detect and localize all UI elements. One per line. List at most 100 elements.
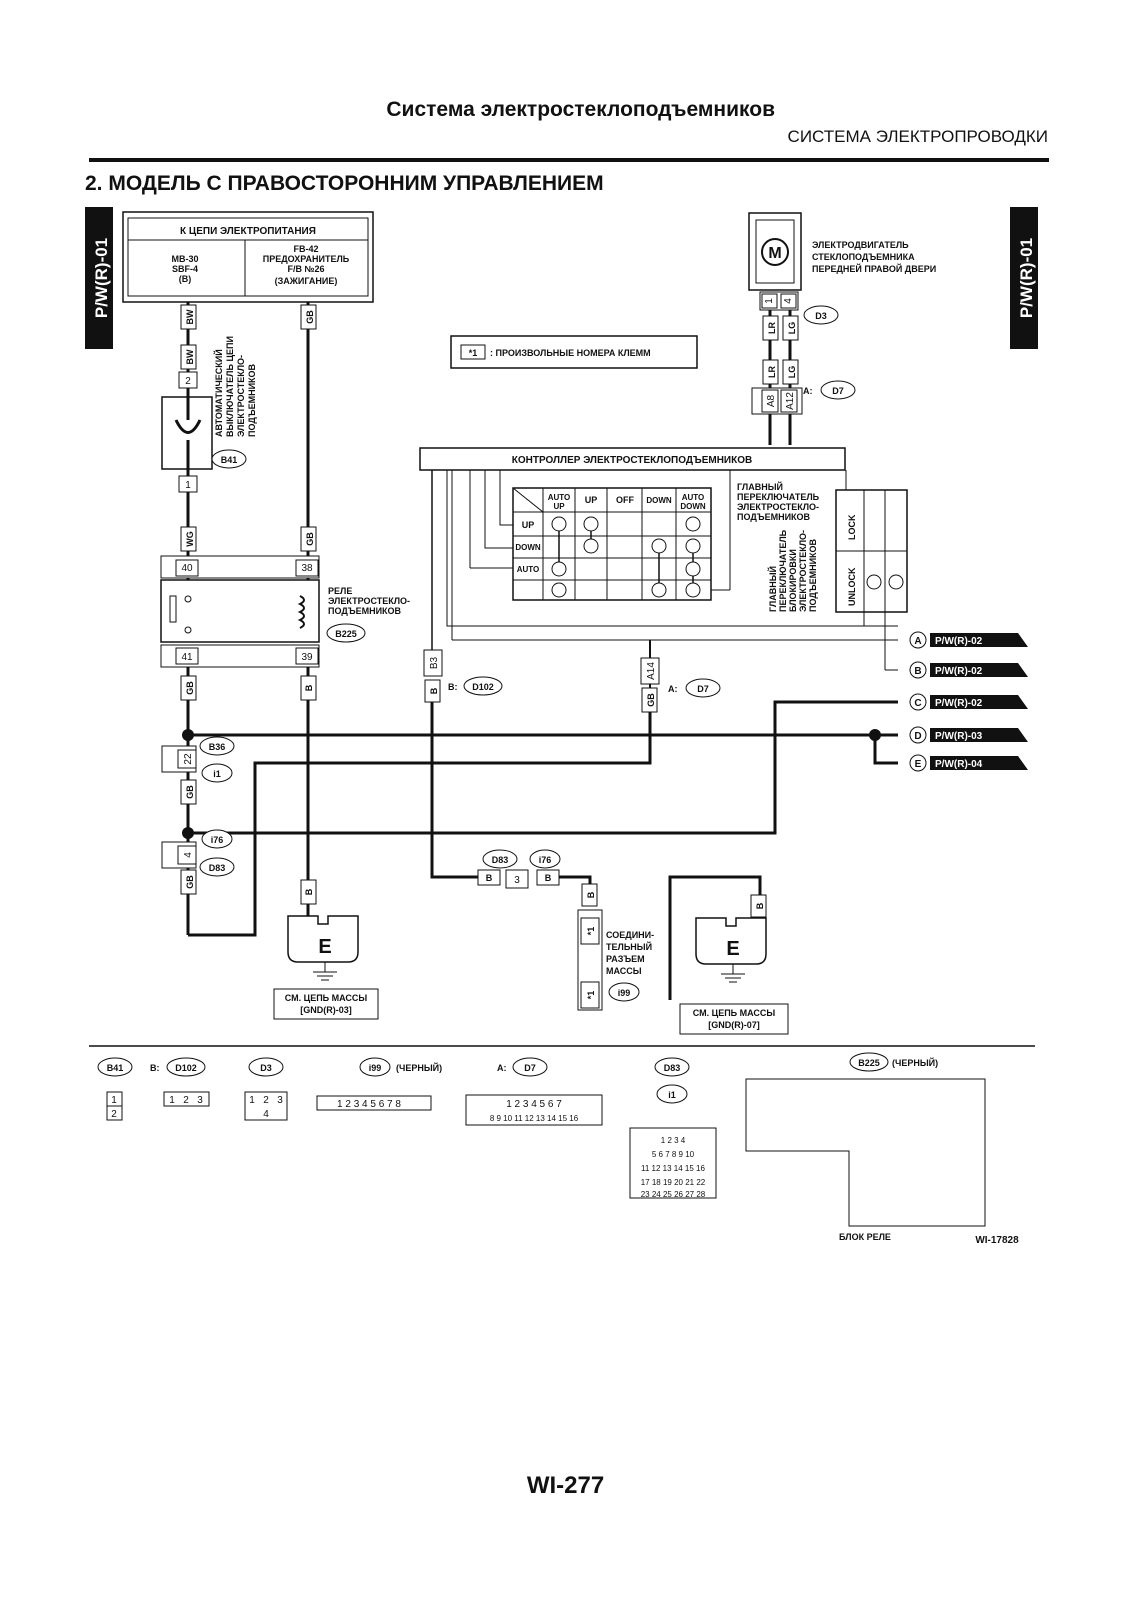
main-switch-label: ГЛАВНЫЙ ПЕРЕКЛЮЧАТЕЛЬ ЭЛЕКТРОСТЕКЛО- ПОД… [737,481,820,612]
svg-text:1: 1 [169,1095,175,1106]
svg-text:B: B [914,666,921,677]
svg-text:РАЗЪЕМ: РАЗЪЕМ [606,954,645,964]
svg-text:GB: GB [185,681,195,695]
svg-text:B41: B41 [107,1063,124,1073]
svg-text:BW: BW [185,349,195,364]
svg-text:A: A [914,636,921,647]
svg-text:*1: *1 [586,991,596,1000]
svg-text:К ЦЕПИ ЭЛЕКТРОПИТАНИЯ: К ЦЕПИ ЭЛЕКТРОПИТАНИЯ [180,226,316,237]
svg-text:ТЕЛЬНЫЙ: ТЕЛЬНЫЙ [606,941,652,952]
svg-text:БЛОКИРОВКИ: БЛОКИРОВКИ [788,549,798,612]
svg-text:A:: A: [803,386,813,396]
svg-text:1 2 3 4 5 6 7 8: 1 2 3 4 5 6 7 8 [337,1099,401,1110]
svg-text:D3: D3 [260,1063,272,1073]
svg-text:ВЫКЛЮЧАТЕЛЬ ЦЕПИ: ВЫКЛЮЧАТЕЛЬ ЦЕПИ [225,336,235,437]
svg-text:i99: i99 [618,988,631,998]
svg-text:11 12 13 14 15 16: 11 12 13 14 15 16 [641,1164,705,1173]
svg-text:5 6 7 8 9 10: 5 6 7 8 9 10 [652,1150,695,1159]
svg-text:SBF-4: SBF-4 [172,264,198,274]
svg-text:A14: A14 [646,662,657,680]
output-arrows: A P/W(R)-02 B P/W(R)-02 C P/W(R)-02 D P/… [909,631,1028,772]
svg-text:A8: A8 [766,394,777,407]
svg-text:P/W(R)-01: P/W(R)-01 [92,238,111,318]
svg-text:(B): (B) [179,274,192,284]
svg-text:i99: i99 [369,1063,382,1073]
svg-text:D102: D102 [175,1063,197,1073]
svg-text:AUTO: AUTO [548,493,571,502]
connector-legend: B41 1 2 B: D102 1 2 3 D3 1 2 3 4 i99 (ЧЕ… [97,1052,1019,1246]
svg-text:D102: D102 [472,682,494,692]
svg-text:(ЗАЖИГАНИЕ): (ЗАЖИГАНИЕ) [275,276,338,286]
svg-text:MB-30: MB-30 [171,254,198,264]
svg-text:B: B [755,902,765,909]
svg-text:B41: B41 [221,455,238,465]
ground-right: B E СМ. ЦЕПЬ МАССЫ [GND(R)-07] [679,894,789,1035]
svg-text:D7: D7 [697,684,709,694]
svg-text:P/W(R)-02: P/W(R)-02 [935,636,983,647]
svg-text:*1: *1 [586,927,596,936]
svg-text:ПЕРЕДНЕЙ ПРАВОЙ ДВЕРИ: ПЕРЕДНЕЙ ПРАВОЙ ДВЕРИ [812,263,936,274]
side-tab-right: P/W(R)-01 [1010,207,1038,349]
controller: КОНТРОЛЛЕР ЭЛЕКТРОСТЕКЛОПОДЪЕМНИКОВ [419,447,898,650]
svg-text:3: 3 [197,1095,203,1106]
svg-text:AUTO: AUTO [517,565,540,574]
svg-text:LG: LG [787,322,797,335]
svg-text:17 18 19 20 21 22: 17 18 19 20 21 22 [641,1178,706,1187]
svg-text:ПОДЪЕМНИКОВ: ПОДЪЕМНИКОВ [737,512,811,522]
svg-text:B3: B3 [429,656,440,669]
svg-text:D83: D83 [209,863,226,873]
relay: 40 38 41 39 РЕЛЕ ЭЛЕКТРОСТЕКЛО- ПОДЪЕМНИ… [160,555,410,668]
svg-text:1: 1 [764,298,775,304]
svg-text:P/W(R)-03: P/W(R)-03 [935,731,983,742]
svg-text:B: B [304,684,314,691]
svg-text:P/W(R)-02: P/W(R)-02 [935,666,983,677]
svg-text:UNLOCK: UNLOCK [847,567,857,606]
ground-joint-connector: B *1 *1 СОЕДИНИ- ТЕЛЬНЫЙ РАЗЪЕМ МАССЫ i9… [577,883,654,1011]
svg-text:E: E [726,938,739,960]
svg-text:(ЧЕРНЫЙ): (ЧЕРНЫЙ) [892,1057,938,1068]
svg-text:40: 40 [181,563,193,574]
svg-text:*1: *1 [469,348,478,358]
svg-text:8 9 10 11 12 13 14 15 16: 8 9 10 11 12 13 14 15 16 [490,1114,579,1123]
svg-text:[GND(R)-03]: [GND(R)-03] [300,1005,352,1015]
power-supply-box: К ЦЕПИ ЭЛЕКТРОПИТАНИЯ MB-30 SBF-4 (B) FB… [122,211,374,303]
svg-text:i1: i1 [668,1090,676,1100]
svg-text:СМ. ЦЕПЬ МАССЫ: СМ. ЦЕПЬ МАССЫ [693,1008,776,1018]
svg-text:B225: B225 [858,1058,880,1068]
svg-text:[GND(R)-07]: [GND(R)-07] [708,1020,760,1030]
svg-text:UP: UP [553,502,565,511]
svg-text:3: 3 [277,1095,283,1106]
svg-text:B: B [486,873,493,883]
svg-text:M: M [768,245,781,262]
svg-text:C: C [914,698,921,709]
svg-text:P/W(R)-02: P/W(R)-02 [935,698,983,709]
inline-connector-d83-i76: D83 i76 B 3 B [477,849,561,889]
circuit-breaker: B41 АВТОМАТИЧЕСКИЙ ВЫКЛЮЧАТЕЛЬ ЦЕПИ ЭЛЕК… [161,336,257,476]
svg-text:2: 2 [183,1095,189,1106]
svg-text:2: 2 [111,1109,117,1120]
svg-text:ГЛАВНЫЙ: ГЛАВНЫЙ [767,566,778,612]
svg-text:A:: A: [497,1063,507,1073]
page-title: Система электростеклоподъемников [386,98,775,121]
svg-text:СОЕДИНИ-: СОЕДИНИ- [606,930,654,940]
svg-text:B: B [304,888,314,895]
wire-tags-left: BW GB BW 2 1 WG GB [178,304,317,552]
svg-text:2: 2 [263,1095,269,1106]
svg-text:ЭЛЕКТРОСТЕКЛО-: ЭЛЕКТРОСТЕКЛО- [236,355,246,437]
svg-text:B225: B225 [335,629,357,639]
svg-text:BW: BW [185,309,195,324]
svg-text:1: 1 [111,1095,117,1106]
page-subtitle: СИСТЕМА ЭЛЕКТРОПРОВОДКИ [787,127,1048,146]
svg-text:B: B [545,873,552,883]
svg-text:1 2 3 4: 1 2 3 4 [661,1136,686,1145]
svg-text:DOWN: DOWN [646,496,672,505]
output-e: E P/W(R)-04 [909,754,1028,772]
output-c: C P/W(R)-02 [909,693,1028,711]
svg-text:22: 22 [183,753,194,765]
svg-text:23 24 25 26 27 28: 23 24 25 26 27 28 [641,1190,706,1199]
svg-text:4: 4 [263,1109,269,1120]
svg-text:D: D [914,731,921,742]
svg-text:LOCK: LOCK [847,514,857,540]
svg-text:GB: GB [305,532,315,546]
svg-text:ЭЛЕКТРОСТЕКЛО-: ЭЛЕКТРОСТЕКЛО- [737,502,819,512]
